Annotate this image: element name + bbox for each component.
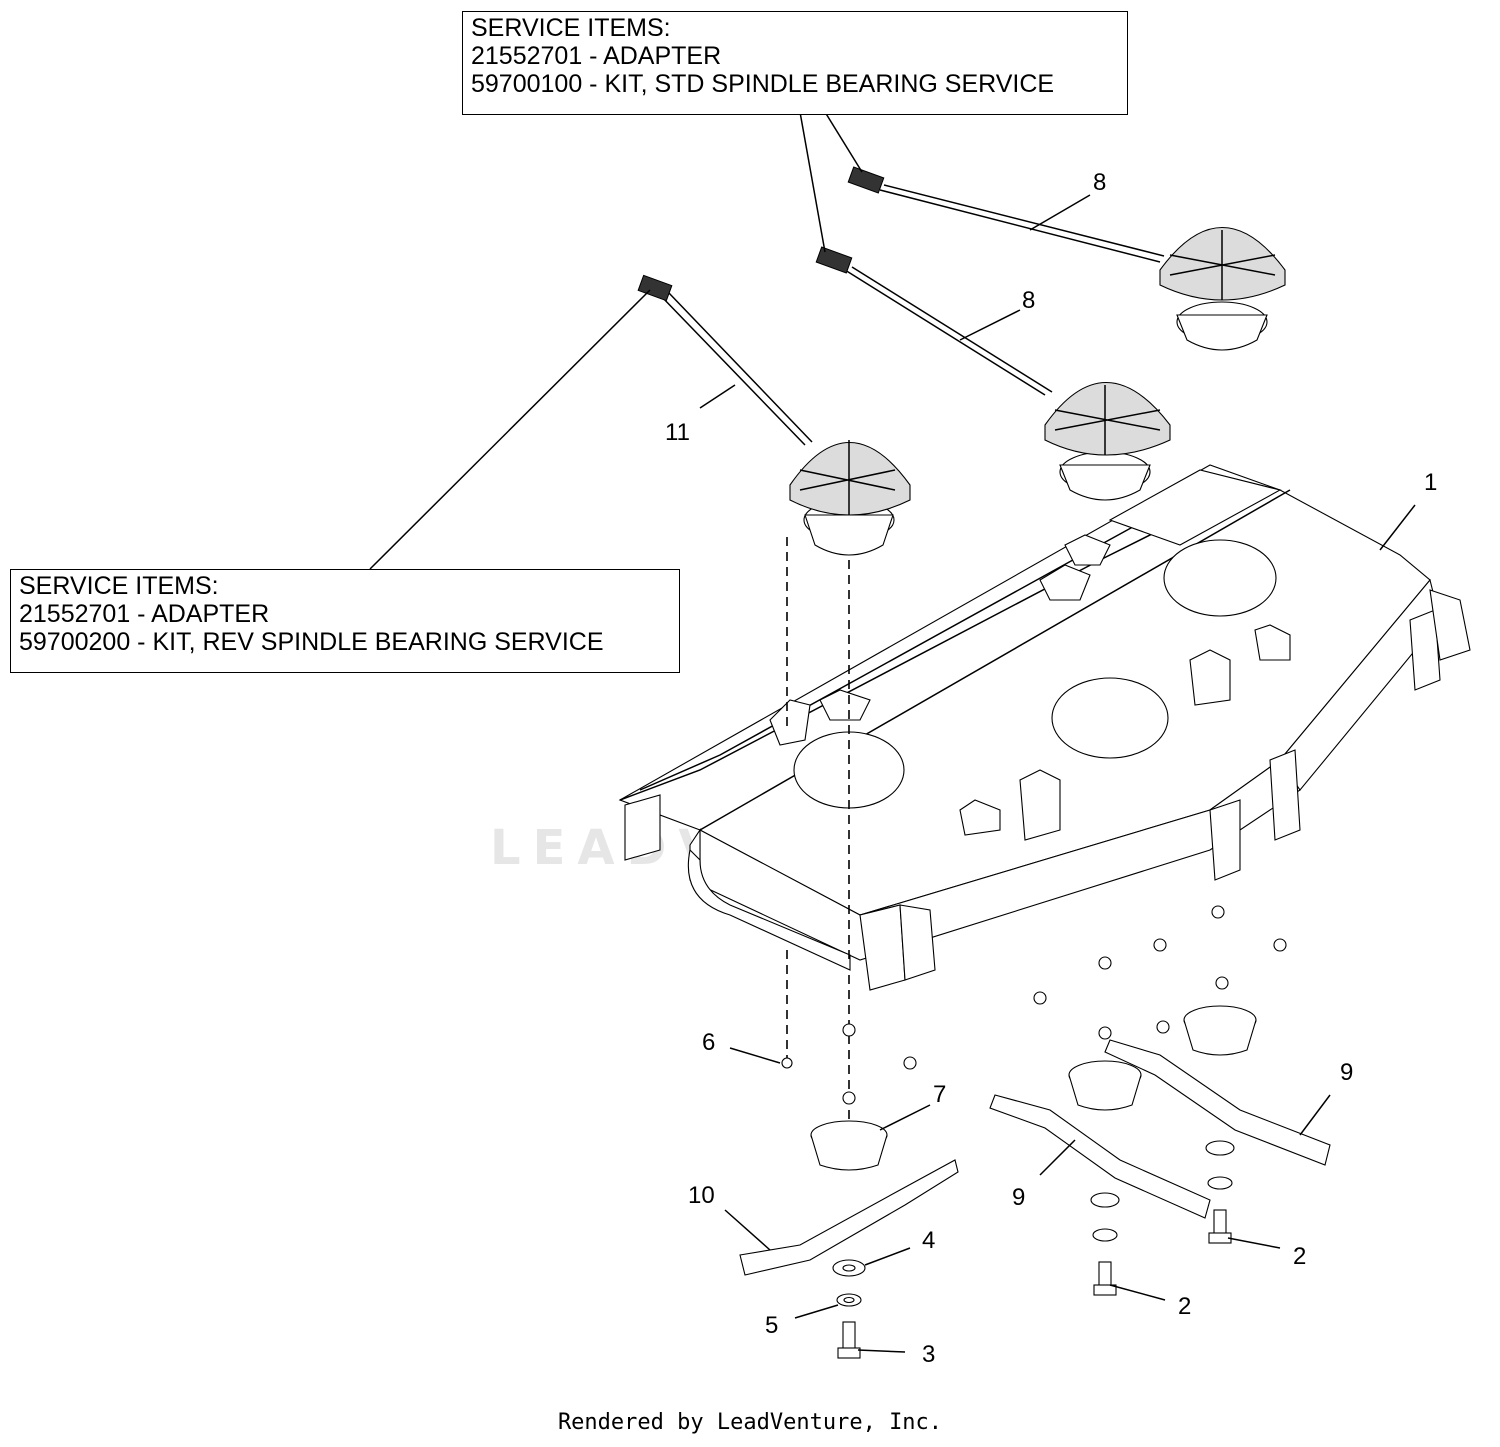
callout-6: 6 xyxy=(702,1029,715,1056)
callout-11: 11 xyxy=(665,419,690,446)
footer-credit: Rendered by LeadVenture, Inc. xyxy=(557,1410,943,1435)
mower-deck xyxy=(618,464,1471,991)
service-item-adapter: 21552701 - ADAPTER xyxy=(471,42,722,70)
hardware-nuts xyxy=(781,905,1287,1105)
washers-bolts xyxy=(832,1140,1235,1359)
callout-5: 5 xyxy=(765,1312,778,1339)
callout-2-lower: 2 xyxy=(1178,1293,1191,1320)
callout-9-right: 9 xyxy=(1340,1059,1353,1086)
service-item-std-kit: 59700100 - KIT, STD SPINDLE BEARING SERV… xyxy=(471,70,1055,98)
callout-leaders xyxy=(699,194,1416,1353)
spindle-motor-left xyxy=(789,440,911,556)
spindle-motor-right xyxy=(1159,226,1286,351)
callout-4: 4 xyxy=(922,1227,935,1254)
service-items-heading: SERVICE ITEMS: xyxy=(471,14,671,42)
service-items-box-std: SERVICE ITEMS: 21552701 - ADAPTER 597001… xyxy=(462,11,1128,115)
callout-10: 10 xyxy=(688,1182,715,1209)
callout-8-lower: 8 xyxy=(1022,287,1035,314)
callout-8-upper: 8 xyxy=(1093,169,1106,196)
callout-3: 3 xyxy=(922,1341,935,1368)
service-item-adapter: 21552701 - ADAPTER xyxy=(19,600,270,628)
callout-9-left: 9 xyxy=(1012,1184,1025,1211)
wire-harnesses xyxy=(637,166,1165,446)
service-item-rev-kit: 59700200 - KIT, REV SPINDLE BEARING SERV… xyxy=(19,628,604,656)
callout-7: 7 xyxy=(933,1081,946,1108)
callout-2-upper: 2 xyxy=(1293,1243,1306,1270)
service-items-box-rev: SERVICE ITEMS: 21552701 - ADAPTER 597002… xyxy=(10,569,680,673)
spindle-motor-middle xyxy=(1044,381,1171,501)
callout-1: 1 xyxy=(1424,469,1437,496)
callout-numbers: 1 8 8 11 6 7 9 9 10 4 5 3 2 2 xyxy=(665,169,1437,1368)
mower-blades xyxy=(739,1039,1331,1276)
blade-adapters xyxy=(810,1005,1257,1171)
service-items-heading: SERVICE ITEMS: xyxy=(19,572,219,600)
